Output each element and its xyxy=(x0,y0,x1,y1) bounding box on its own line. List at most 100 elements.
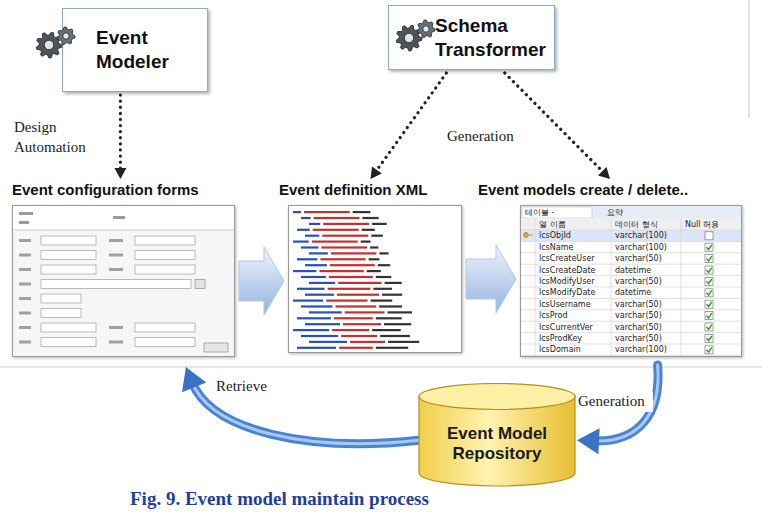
text-mark xyxy=(19,297,31,300)
table-cell: lcsCreateDate xyxy=(539,265,596,276)
xml-line xyxy=(345,311,385,313)
table-cell: lcsName xyxy=(539,242,573,253)
text-mark xyxy=(109,268,123,271)
xml-line xyxy=(326,300,367,302)
xml-line xyxy=(305,235,319,237)
checkmark xyxy=(707,313,712,318)
xml-line xyxy=(339,347,373,349)
table-cell: Null 허용 xyxy=(685,219,719,230)
input-field xyxy=(41,251,96,260)
checkbox xyxy=(705,232,713,240)
repository-cylinder: Event Model Repository xyxy=(418,383,576,487)
text-mark xyxy=(109,341,123,344)
dotted-connector xyxy=(505,73,604,173)
table-cell: varchar(50) xyxy=(615,310,662,321)
text-mark xyxy=(19,326,31,329)
gear-icon xyxy=(36,32,62,58)
table-cell: lcsObjId xyxy=(539,230,571,241)
xml-line xyxy=(388,341,419,343)
tab-bar xyxy=(521,206,741,218)
grid-line xyxy=(535,218,536,356)
checkmark xyxy=(707,256,712,261)
input-field xyxy=(135,236,195,245)
connector xyxy=(577,365,658,454)
xml-line xyxy=(293,241,309,243)
checkbox xyxy=(705,346,713,354)
grid-line xyxy=(681,218,682,356)
gear-icon xyxy=(396,25,422,51)
xml-line xyxy=(301,305,333,307)
screenshot-panel xyxy=(288,205,462,353)
checkmark xyxy=(707,290,712,295)
checkmark xyxy=(707,268,712,273)
grid-line xyxy=(521,287,741,288)
arrow-head xyxy=(371,167,382,179)
xml-line xyxy=(362,229,375,231)
xml-line xyxy=(297,347,336,349)
table-cell: varchar(50) xyxy=(615,253,662,264)
xml-line xyxy=(371,235,383,237)
checkbox xyxy=(705,289,713,297)
block-arrow xyxy=(239,247,284,315)
checkmark xyxy=(707,302,712,307)
xml-line xyxy=(301,246,318,248)
checkmark xyxy=(707,279,712,284)
xml-line xyxy=(353,211,371,213)
xml-line xyxy=(372,223,387,225)
connector xyxy=(182,367,419,444)
checkbox xyxy=(705,243,713,251)
xml-line xyxy=(376,347,408,349)
xml-line xyxy=(371,300,393,302)
xml-line xyxy=(384,323,411,325)
screenshot-node: Event models create / delete..테이블 -요약열 이… xyxy=(478,181,742,357)
xml-line xyxy=(323,223,369,225)
form-ground xyxy=(13,206,234,356)
xml-line xyxy=(301,335,338,337)
xml-line xyxy=(305,264,327,266)
xml-line xyxy=(329,276,373,278)
xml-line xyxy=(343,323,381,325)
xml-line xyxy=(297,288,325,290)
xml-line xyxy=(370,246,378,248)
xml-line xyxy=(372,329,401,331)
xml-line xyxy=(293,211,301,213)
xml-line xyxy=(382,294,402,296)
xml-line xyxy=(328,288,371,290)
screenshot-node: Event configuration forms xyxy=(12,181,235,357)
table-cell: lcsProd xyxy=(539,310,568,321)
edge-label: Design Automation xyxy=(14,118,99,157)
text-mark xyxy=(19,312,31,315)
xml-line xyxy=(309,341,347,343)
xml-line xyxy=(337,294,379,296)
arrow-head xyxy=(182,367,206,392)
key-icon xyxy=(528,234,533,236)
checkbox xyxy=(705,323,713,331)
xml-line xyxy=(309,223,320,225)
edge-label: Generation xyxy=(447,127,527,147)
table-cell: lcsCreateUser xyxy=(539,253,595,264)
text-mark xyxy=(19,283,31,286)
xml-line xyxy=(293,270,316,272)
grid-line xyxy=(521,230,741,231)
xml-line xyxy=(367,270,381,272)
edge-label: Retrieve xyxy=(216,377,291,397)
table-cell: varchar(50) xyxy=(615,333,662,344)
table-cell: lcsModifyUser xyxy=(539,276,595,287)
xml-line xyxy=(322,235,368,237)
xml-line xyxy=(380,335,410,337)
input-field xyxy=(41,265,96,274)
tab xyxy=(522,207,592,218)
table-cell: varchar(50) xyxy=(615,299,662,310)
panel-heading: Event configuration forms xyxy=(12,181,235,199)
grid-line xyxy=(521,309,741,310)
table-cell: 요약 xyxy=(607,207,623,218)
table-cell: 데이터 형식 xyxy=(615,219,658,230)
xml-screenshot xyxy=(289,206,461,352)
table-cell: lcsUsername xyxy=(539,299,591,310)
form-button xyxy=(195,280,205,289)
input-field xyxy=(135,251,195,260)
gear-icon xyxy=(57,27,75,45)
form-screenshot xyxy=(13,206,234,356)
xml-line xyxy=(331,252,377,254)
xml-line xyxy=(332,329,369,331)
